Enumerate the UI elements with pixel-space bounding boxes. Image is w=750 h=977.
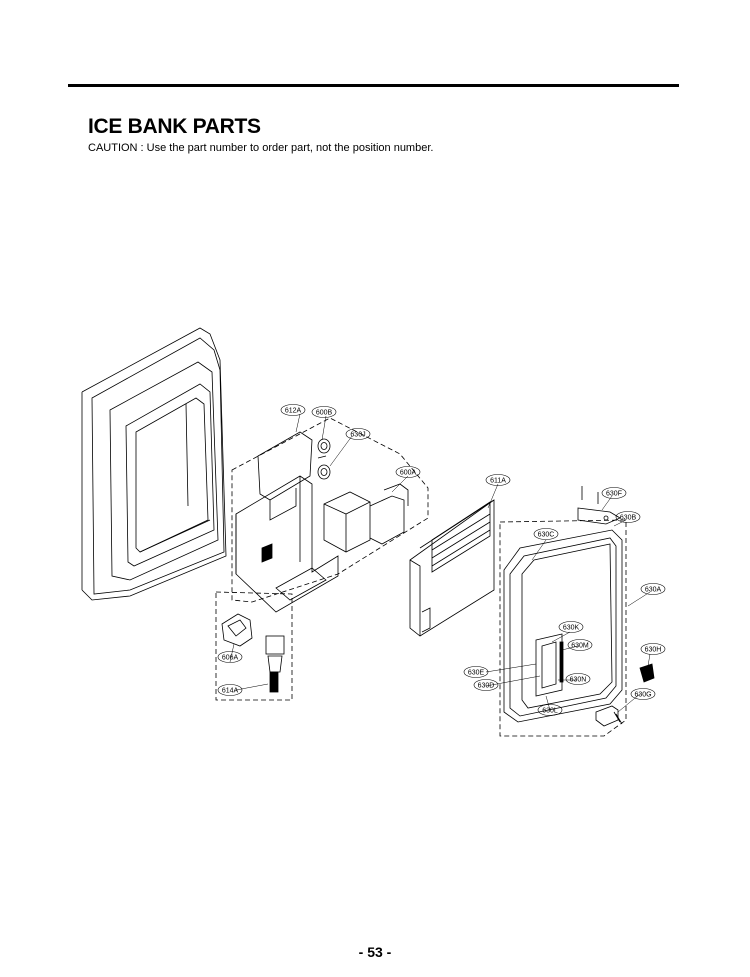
ice-bank-housing: [235, 431, 339, 613]
door-outline: [499, 519, 627, 737]
lower-bracket: [595, 705, 623, 727]
housing-outline: [215, 417, 429, 701]
label-611A: 611A: [490, 478, 506, 485]
header-rule: [68, 84, 679, 87]
label-630M: 630M: [571, 643, 589, 650]
page-number: - 53 -: [358, 944, 392, 960]
label-630D: 630D: [478, 683, 495, 690]
label-630B: 630B: [620, 515, 637, 522]
page-title: ICE BANK PARTS: [88, 115, 261, 138]
label-630F: 630F: [606, 491, 622, 498]
leader-lines: [229, 413, 651, 713]
label-630G: 630G: [634, 692, 651, 699]
label-630N: 630N: [570, 677, 587, 684]
label-606A: 606A: [222, 655, 239, 662]
label-630K: 630K: [563, 625, 580, 632]
door-latch: [535, 633, 564, 697]
label-612A: 612A: [285, 408, 302, 415]
label-600B: 600B: [316, 410, 333, 417]
wheel-parts: [317, 438, 331, 480]
solenoid-part: [265, 635, 285, 693]
label-630L: 630L: [542, 708, 558, 715]
cap-part: [639, 663, 655, 683]
label-630A: 630A: [645, 587, 662, 594]
ice-bank: [409, 499, 495, 637]
label-630J: 630J: [350, 432, 365, 439]
lever-part: [221, 613, 253, 647]
label-630E: 630E: [468, 670, 485, 677]
label-600A: 600A: [400, 470, 417, 477]
label-630H: 630H: [645, 647, 662, 654]
ice-bank-door: [503, 529, 623, 723]
door-hinge: [577, 486, 621, 525]
callouts: 612A 600B 630J 600A 611A 630F 630B 630C …: [217, 404, 666, 716]
auger-motor: [323, 483, 409, 553]
caution-note: CAUTION : Use the part number to order p…: [88, 142, 434, 154]
door-frame: [81, 327, 227, 601]
label-630C: 630C: [538, 532, 555, 539]
label-614A: 614A: [222, 688, 239, 695]
